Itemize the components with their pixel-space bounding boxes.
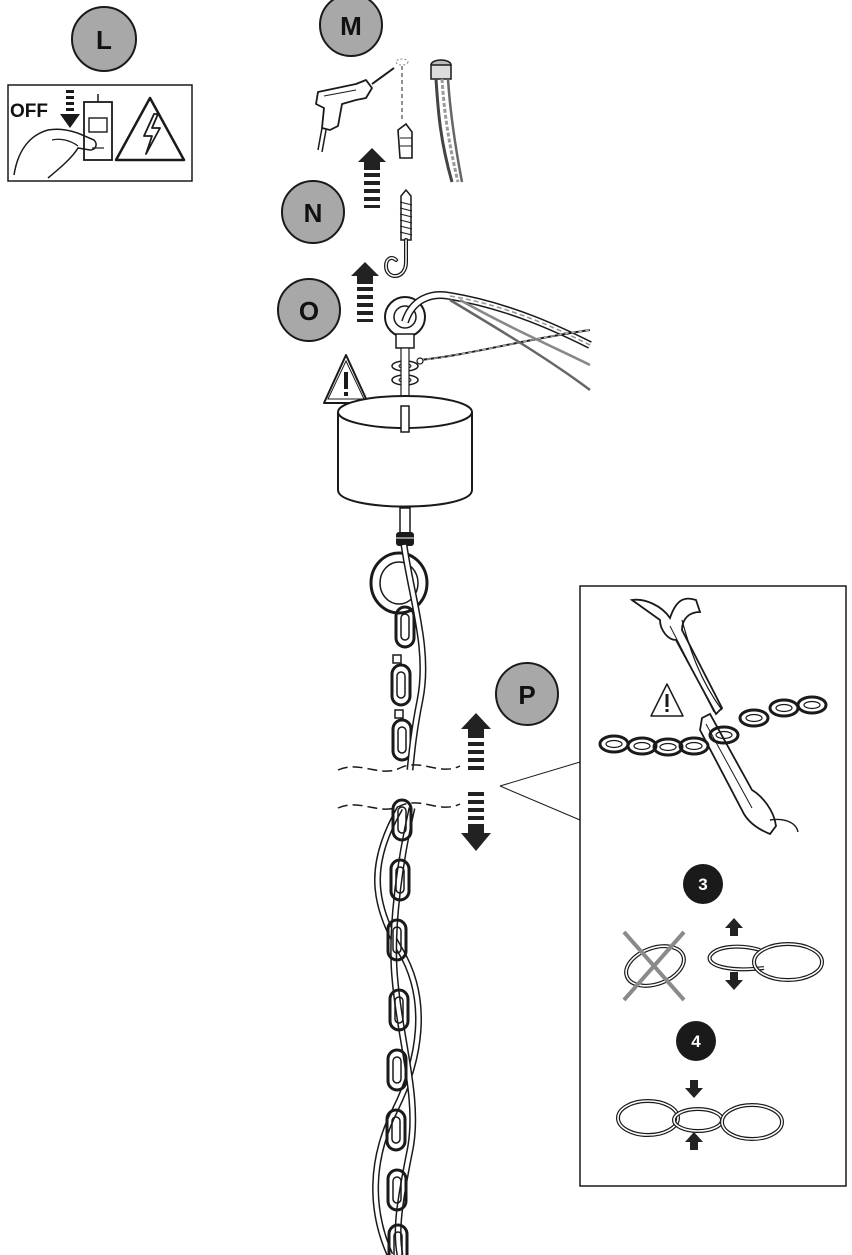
arrow-up-icon bbox=[461, 713, 491, 770]
warning-triangle-icon bbox=[324, 355, 368, 403]
step-P: P bbox=[461, 586, 846, 1186]
arrow-down-icon bbox=[461, 792, 491, 851]
step-label-L: L bbox=[96, 25, 112, 55]
ceiling-wires bbox=[431, 60, 462, 182]
step-N: N bbox=[282, 148, 412, 276]
step-label-M: M bbox=[340, 11, 362, 41]
chain-lower bbox=[376, 800, 419, 1255]
cable-bundle bbox=[405, 295, 590, 390]
chain-upper bbox=[371, 545, 427, 770]
arrow-up-icon bbox=[351, 262, 379, 322]
canopy bbox=[338, 396, 472, 546]
step-dot-label-4: 4 bbox=[691, 1032, 701, 1051]
step-O: O bbox=[278, 262, 590, 403]
off-label: OFF bbox=[10, 101, 48, 122]
step-L: L OFF bbox=[8, 7, 192, 181]
step-dot-label-3: 3 bbox=[698, 875, 707, 894]
break-marks bbox=[338, 765, 460, 809]
drill-icon bbox=[316, 68, 394, 152]
step-M: M bbox=[316, 0, 462, 182]
arrow-up-icon bbox=[358, 148, 386, 208]
screw-hook-icon bbox=[386, 190, 412, 276]
wall-plug-icon bbox=[398, 124, 412, 158]
step-label-P: P bbox=[518, 680, 535, 710]
step-label-N: N bbox=[304, 198, 323, 228]
step-label-O: O bbox=[299, 296, 319, 326]
